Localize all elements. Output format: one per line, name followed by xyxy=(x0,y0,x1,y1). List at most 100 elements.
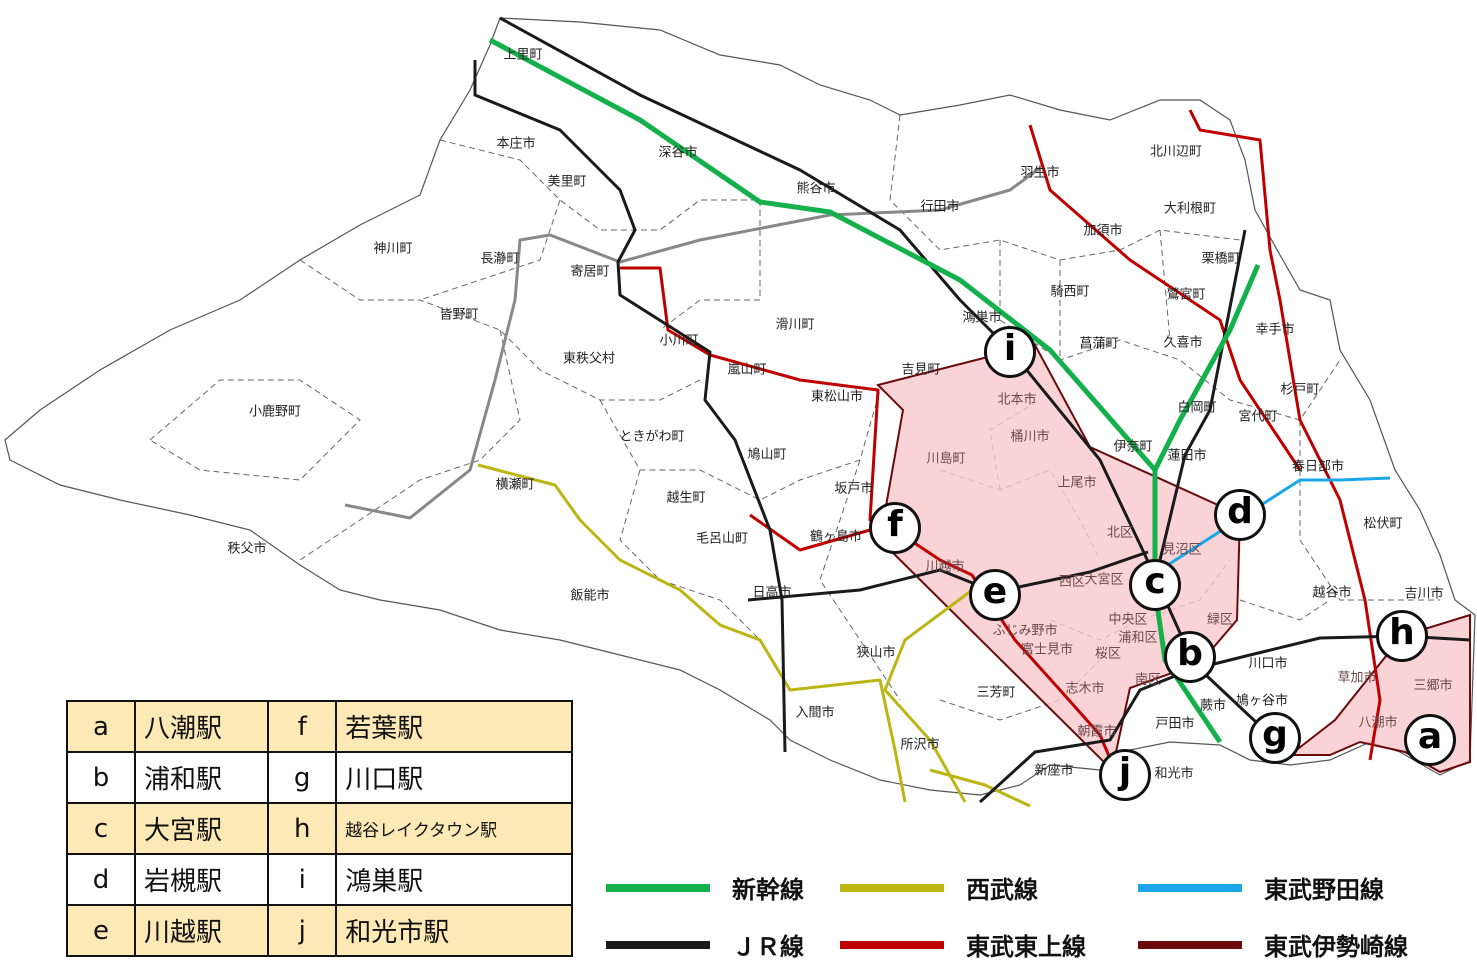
station-marker-g: g xyxy=(1249,712,1301,764)
tobu-isesaki-line xyxy=(1188,109,1382,761)
municipality-label: 所沢市 xyxy=(900,737,940,753)
municipality-label: 三郷市 xyxy=(1413,678,1453,694)
municipality-label: 東松山市 xyxy=(810,389,864,405)
municipality-label: 和光市 xyxy=(1154,766,1194,782)
legend-swatch xyxy=(606,940,710,949)
municipality-label: 滑川町 xyxy=(775,317,815,333)
municipality-label: 秩父市 xyxy=(227,541,267,557)
municipality-label: 吉見町 xyxy=(901,362,941,378)
municipality-label: 加須市 xyxy=(1083,223,1123,239)
municipality-label: 長瀞町 xyxy=(480,251,520,267)
municipality-label: 上尾市 xyxy=(1057,475,1097,491)
municipality-label: 本庄市 xyxy=(496,136,536,152)
shinkansen-branch xyxy=(1152,264,1261,472)
seibu-line-branch xyxy=(929,768,1031,808)
municipality-label: 北川辺町 xyxy=(1149,144,1203,160)
key-station-name: 大宮駅 xyxy=(133,802,270,855)
municipality-label: 皆野町 xyxy=(439,307,479,323)
municipality-label: 伊奈町 xyxy=(1113,439,1153,455)
municipality-label: 吉川市 xyxy=(1404,586,1444,602)
key-letter: i xyxy=(267,853,338,906)
municipality-label: 北本市 xyxy=(997,392,1037,408)
legend-swatch xyxy=(1138,883,1242,892)
seibu-line-ikebukuro xyxy=(477,463,907,803)
municipality-label: 見沼区 xyxy=(1162,542,1202,558)
station-marker-h: h xyxy=(1376,610,1428,662)
municipality-label: 鶴ヶ島市 xyxy=(809,529,863,545)
municipality-label: 富士見市 xyxy=(1020,642,1074,658)
key-letter: c xyxy=(66,802,136,855)
key-station-name: 川越駅 xyxy=(133,904,270,957)
municipality-label: 騎西町 xyxy=(1050,284,1090,300)
jr-hachiko-line xyxy=(473,60,787,753)
legend-tobu-isesaki: 東武伊勢崎線 xyxy=(1138,927,1408,962)
key-letter: e xyxy=(66,904,136,957)
municipality-label: 熊谷市 xyxy=(796,181,836,197)
key-letter: a xyxy=(66,700,136,753)
municipality-label: 羽生市 xyxy=(1020,165,1060,181)
municipality-label: 川越市 xyxy=(925,559,965,575)
municipality-label: 蕨市 xyxy=(1199,698,1227,714)
municipality-label: 南区 xyxy=(1134,672,1162,688)
municipality-label: ふじみ野市 xyxy=(992,623,1058,639)
legend-shinkansen: 新幹線 xyxy=(606,870,804,905)
municipality-label: 入間市 xyxy=(795,705,835,721)
municipality-label: 美里町 xyxy=(547,174,587,190)
key-station-name: 浦和駅 xyxy=(133,751,270,804)
station-marker-b: b xyxy=(1164,631,1216,683)
municipality-label: 深谷市 xyxy=(658,145,698,161)
legend-label: 東武東上線 xyxy=(966,933,1086,961)
key-station-name: 越谷レイクタウン駅 xyxy=(335,802,573,855)
municipality-label: 飯能市 xyxy=(570,588,610,604)
municipality-label: 浦和区 xyxy=(1118,630,1158,646)
key-letter: h xyxy=(267,802,338,855)
municipality-label: 杉戸町 xyxy=(1280,382,1320,398)
municipality-label: 志木市 xyxy=(1065,681,1105,697)
key-station-name: 八潮駅 xyxy=(133,700,270,753)
municipality-label: 狭山市 xyxy=(856,645,896,661)
station-marker-d: d xyxy=(1214,489,1266,541)
legend-swatch xyxy=(840,940,944,949)
municipality-label: 中央区 xyxy=(1108,612,1148,628)
key-letter: b xyxy=(66,751,136,804)
legend-swatch xyxy=(1138,940,1242,949)
station-marker-j: j xyxy=(1099,749,1151,801)
key-station-name: 岩槻駅 xyxy=(133,853,270,906)
municipality-label: 西区 xyxy=(1058,574,1086,590)
municipality-label: 越生町 xyxy=(666,490,706,506)
station-marker-e: e xyxy=(969,569,1021,621)
seibu-line-shinjuku xyxy=(883,586,976,803)
legend-label: ＪＲ線 xyxy=(732,933,804,961)
legend-swatch xyxy=(840,883,944,892)
municipality-label: 神川町 xyxy=(373,241,413,257)
legend-tobu-tojo: 東武東上線 xyxy=(840,927,1086,962)
municipality-label: 坂戸市 xyxy=(834,481,874,497)
municipality-label: 越谷市 xyxy=(1312,585,1352,601)
municipality-label: 緑区 xyxy=(1206,612,1234,628)
municipality-label: 小川町 xyxy=(659,333,699,349)
legend-tobu-noda: 東武野田線 xyxy=(1138,870,1384,905)
municipality-label: 寄居町 xyxy=(570,264,610,280)
municipality-label: 朝霞市 xyxy=(1077,724,1117,740)
municipality-label: 春日部市 xyxy=(1291,459,1345,475)
jr-takasaki-line xyxy=(499,16,1192,656)
key-letter: g xyxy=(267,751,338,804)
shinkansen-line xyxy=(488,37,1223,744)
municipality-label: 日高市 xyxy=(752,585,792,601)
legend-jr: ＪＲ線 xyxy=(606,927,804,962)
legend-label: 東武野田線 xyxy=(1264,876,1384,904)
key-letter: d xyxy=(66,853,136,906)
municipality-label: 鳩ヶ谷市 xyxy=(1235,693,1289,709)
municipality-label: 新座市 xyxy=(1034,763,1074,779)
municipality-label: 蓮田市 xyxy=(1167,448,1207,464)
municipality-label: 横瀬町 xyxy=(495,477,535,493)
municipality-label: 上里町 xyxy=(503,47,543,63)
municipality-label: 栗橋町 xyxy=(1201,251,1241,267)
municipality-label: 幸手市 xyxy=(1255,322,1295,338)
